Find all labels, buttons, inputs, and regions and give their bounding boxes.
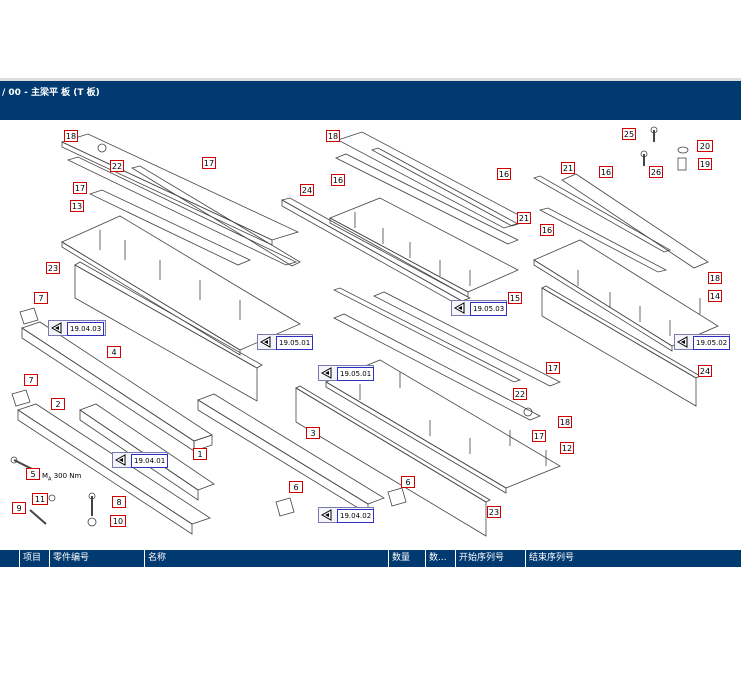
callout-8[interactable]: 8 <box>112 496 126 508</box>
callout-4[interactable]: 4 <box>107 346 121 358</box>
callout-21[interactable]: 21 <box>561 162 575 174</box>
callout-21[interactable]: 21 <box>517 212 531 224</box>
callout-18[interactable]: 18 <box>558 416 572 428</box>
left-arrow-icon <box>260 336 271 348</box>
column-header-start-serial[interactable]: 开始序列号 <box>455 550 525 567</box>
reference-link[interactable]: 19.05.03 <box>451 300 508 316</box>
torque-subscript: A <box>48 476 52 483</box>
callout-11[interactable]: 11 <box>32 493 48 505</box>
reference-code: 19.05.01 <box>337 367 375 381</box>
reference-code: 19.04.02 <box>337 509 375 523</box>
callout-16[interactable]: 16 <box>497 168 511 180</box>
part-18-plate-lower <box>373 291 561 387</box>
torque-spec: MA 300 Nm <box>42 472 81 482</box>
left-arrow-icon <box>321 509 332 521</box>
part-18-plate <box>60 133 300 241</box>
callout-12[interactable]: 12 <box>560 442 574 454</box>
callout-22[interactable]: 22 <box>513 388 527 400</box>
column-header-quantity[interactable]: 数量 <box>388 550 425 567</box>
torque-symbol: M <box>42 472 49 480</box>
callout-9[interactable]: 9 <box>12 502 26 514</box>
callout-7[interactable]: 7 <box>34 292 48 304</box>
parts-illustration <box>10 126 719 537</box>
reference-link[interactable]: 19.05.02 <box>674 334 731 350</box>
reference-link[interactable]: 19.05.01 <box>257 334 314 350</box>
callout-10[interactable]: 10 <box>110 515 126 527</box>
left-arrow-icon <box>51 322 62 334</box>
callout-18[interactable]: 18 <box>326 130 340 142</box>
title-bar: / 00 - 主梁平 板 (T 板) <box>0 81 741 120</box>
callout-18[interactable]: 18 <box>708 272 722 284</box>
callout-7[interactable]: 7 <box>24 374 38 386</box>
callout-19[interactable]: 19 <box>698 158 712 170</box>
reference-code: 19.04.03 <box>67 322 105 336</box>
callout-16[interactable]: 16 <box>331 174 345 186</box>
exploded-parts-drawing: 18 17 22 17 13 23 7 4 7 2 1 3 6 6 5 11 9… <box>0 120 741 550</box>
callout-26[interactable]: 26 <box>649 166 663 178</box>
callout-23[interactable]: 23 <box>487 506 501 518</box>
callout-2[interactable]: 2 <box>51 398 65 410</box>
callout-6[interactable]: 6 <box>289 481 303 493</box>
callout-17[interactable]: 17 <box>532 430 546 442</box>
reference-link[interactable]: 19.04.01 <box>112 452 169 468</box>
part-22-bar <box>130 165 301 267</box>
part-17-strip <box>66 156 298 266</box>
reference-code: 19.05.02 <box>693 336 731 350</box>
callout-18[interactable]: 18 <box>64 130 78 142</box>
part-4-beam <box>21 321 213 442</box>
reference-link[interactable]: 19.04.03 <box>48 320 106 336</box>
callout-17[interactable]: 17 <box>73 182 87 194</box>
callout-24[interactable]: 24 <box>698 365 712 377</box>
callout-25[interactable]: 25 <box>622 128 636 140</box>
parts-table-body <box>0 567 741 676</box>
column-header-name[interactable]: 名称 <box>144 550 388 567</box>
left-arrow-icon <box>321 367 332 379</box>
callout-24[interactable]: 24 <box>300 184 314 196</box>
callout-3[interactable]: 3 <box>306 427 320 439</box>
reference-code: 19.04.01 <box>131 454 169 468</box>
reference-link[interactable]: 19.05.01 <box>318 365 375 381</box>
part-14-plate <box>533 239 719 347</box>
callout-20[interactable]: 20 <box>697 140 713 152</box>
callout-16[interactable]: 16 <box>599 166 613 178</box>
callout-17[interactable]: 17 <box>546 362 560 374</box>
callout-1[interactable]: 1 <box>193 448 207 460</box>
left-arrow-icon <box>115 454 126 466</box>
callout-14[interactable]: 14 <box>708 290 722 302</box>
callout-5[interactable]: 5 <box>26 468 40 480</box>
callout-23[interactable]: 23 <box>46 262 60 274</box>
column-header-part-number[interactable]: 零件编号 <box>49 550 144 567</box>
part-23-side-plate <box>74 261 263 369</box>
callout-13[interactable]: 13 <box>70 200 84 212</box>
separator-line <box>0 78 741 81</box>
callout-6[interactable]: 6 <box>401 476 415 488</box>
page-title: / 00 - 主梁平 板 (T 板) <box>2 88 100 98</box>
part-15-plate <box>329 197 519 293</box>
reference-code: 19.05.03 <box>470 302 508 316</box>
column-header-end-serial[interactable]: 结束序列号 <box>525 550 741 567</box>
column-header-item[interactable]: 项目 <box>19 550 48 567</box>
reference-code: 19.05.01 <box>276 336 314 350</box>
part-18-plate-right <box>561 173 709 269</box>
callout-17[interactable]: 17 <box>202 157 216 169</box>
callout-15[interactable]: 15 <box>508 292 522 304</box>
callout-22[interactable]: 22 <box>110 160 124 172</box>
left-arrow-icon <box>454 302 465 314</box>
callout-16[interactable]: 16 <box>540 224 554 236</box>
torque-value: 300 Nm <box>53 472 82 480</box>
left-arrow-icon <box>677 336 688 348</box>
column-header-unit[interactable]: 数... <box>425 550 455 567</box>
reference-link[interactable]: 19.04.02 <box>318 507 375 523</box>
parts-table-header: 项目 零件编号 名称 数量 数... 开始序列号 结束序列号 <box>0 550 741 567</box>
blank-top-area <box>0 0 741 80</box>
